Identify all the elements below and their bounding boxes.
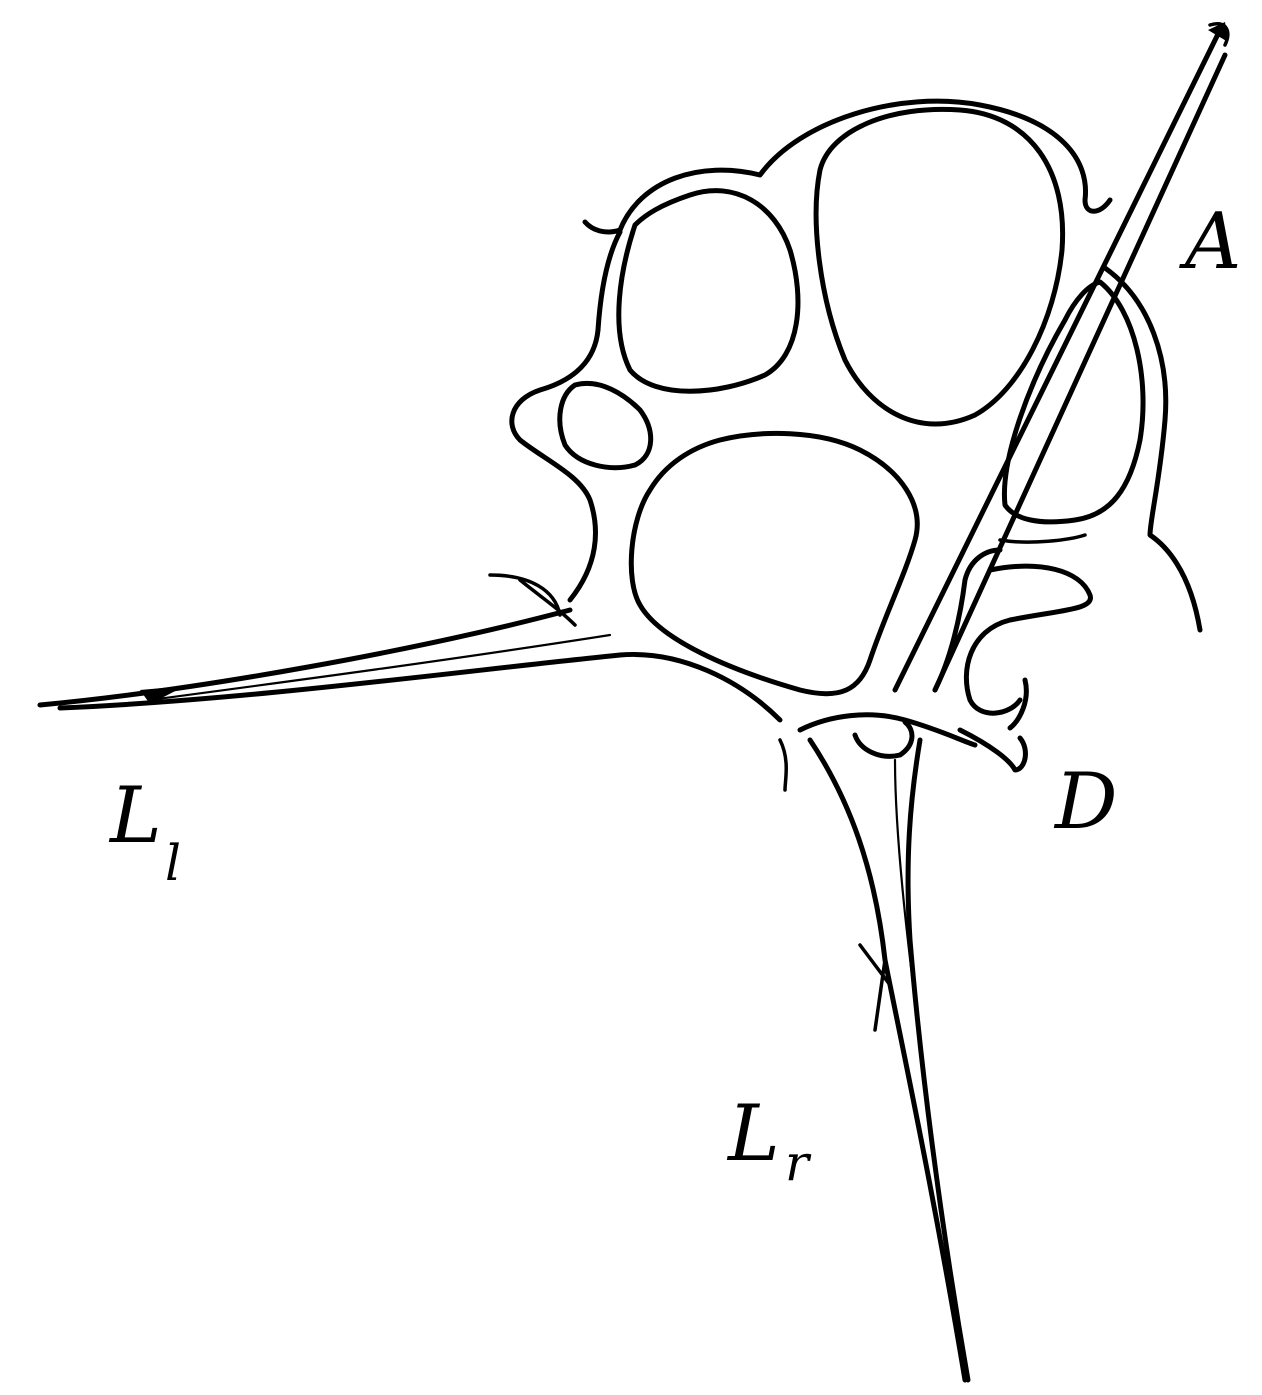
spine-Lr (810, 740, 968, 1380)
label-Ll: L (108, 771, 162, 861)
cell-upper-left (619, 191, 798, 392)
label-Lr-subscript: r (785, 1134, 812, 1192)
label-Lr: L (726, 1089, 780, 1179)
basal-junction (780, 715, 975, 790)
cell-center (631, 433, 917, 693)
label-Ll-subscript: l (165, 834, 181, 892)
label-D: D (1053, 757, 1118, 847)
spine-A (895, 22, 1228, 690)
lattice-outer-frame (512, 101, 1200, 630)
labels: A D L l L r (108, 197, 1241, 1192)
cell-small-left (560, 383, 651, 467)
cell-upper-large (816, 109, 1062, 424)
label-A: A (1179, 197, 1241, 287)
spine-Ll (40, 575, 780, 720)
